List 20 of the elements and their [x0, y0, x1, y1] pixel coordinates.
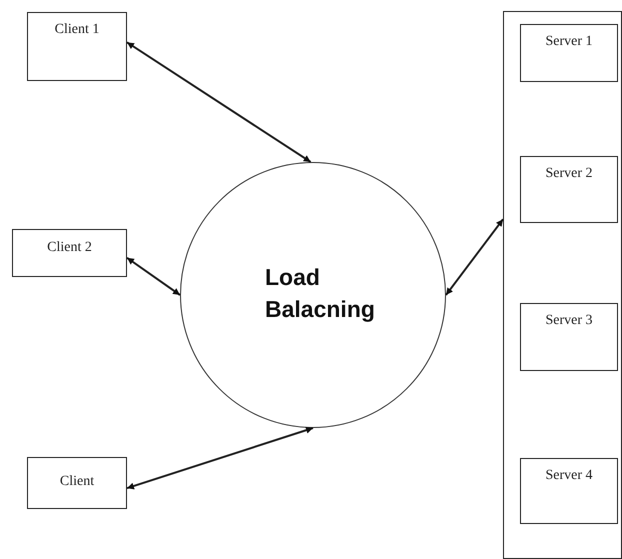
process-box: [520, 458, 618, 524]
double-arrow: [126, 42, 312, 163]
node-label: Server 1: [544, 34, 594, 50]
process-box: [520, 156, 618, 223]
node-label: Client: [58, 474, 96, 490]
process-box: [520, 303, 618, 371]
process-box: [12, 229, 127, 277]
process-box: [520, 24, 618, 82]
node-label: Client 2: [46, 240, 93, 256]
double-arrow: [126, 256, 181, 296]
double-arrow: [126, 426, 314, 490]
double-arrow: [445, 218, 504, 296]
node-label: Load Balacning: [265, 263, 376, 324]
process-box: [27, 457, 127, 509]
server-group-box: [503, 11, 622, 559]
node-label: Server 4: [544, 468, 594, 484]
node-label: Server 3: [544, 313, 594, 329]
node-label: Server 2: [544, 166, 594, 182]
process-box: [27, 12, 127, 81]
node-label: Client 1: [54, 22, 100, 38]
